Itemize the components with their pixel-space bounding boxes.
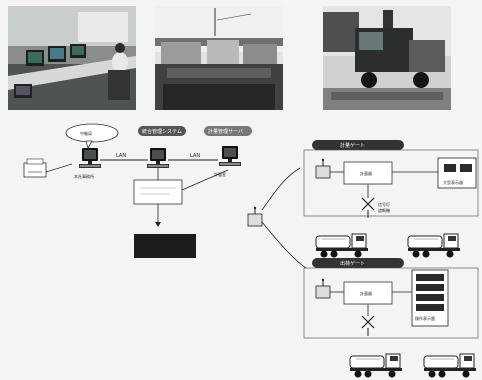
site-antenna-icon xyxy=(316,159,330,178)
monitor-icon xyxy=(147,148,169,168)
control-room-illustration xyxy=(8,6,136,110)
box-label-2: 計量器 xyxy=(360,290,372,296)
relay-antenna-icon xyxy=(248,207,262,226)
weighing-station-illustration xyxy=(155,6,283,110)
large-display-panel xyxy=(134,234,196,258)
system-diagram: 中継局 本社事務所 LAN LAN 統合管理システム 計量管理サーバ 計量室 xyxy=(0,112,482,380)
display-board-1: 大型表示器 xyxy=(438,158,476,188)
control-room-photo xyxy=(8,6,136,110)
server-box xyxy=(134,168,182,204)
barrier-icon xyxy=(362,316,374,336)
site-label-1: 計量ゲート xyxy=(340,142,365,149)
printer-icon xyxy=(24,159,46,177)
truck-on-scale-illustration xyxy=(323,6,451,110)
barrier-icon xyxy=(362,198,374,218)
truck-icon xyxy=(350,354,402,378)
site-banner-1: 計量ゲート xyxy=(312,140,404,150)
operation-panel-2: 操作表示盤 xyxy=(412,270,448,326)
scale-controller-box-1: 計量器 xyxy=(344,162,392,184)
site-banner-2: 出荷ゲート xyxy=(312,258,404,268)
lan-label-1: LAN xyxy=(116,153,126,159)
callout-bubble: 中継局 xyxy=(66,124,118,148)
site-label-2: 出荷ゲート xyxy=(340,260,365,267)
pill-banner-2: 計量管理サーバ xyxy=(204,126,252,136)
pill-label-2: 計量管理サーバ xyxy=(208,128,243,135)
monitor-icon xyxy=(79,148,101,168)
pill-banner-1: 統合管理システム xyxy=(138,126,186,136)
truck-on-scale-photo xyxy=(323,6,451,110)
box-label-1: 計量器 xyxy=(360,170,372,176)
callout-text: 中継局 xyxy=(80,130,92,136)
display-label-1: 大型表示器 xyxy=(443,179,463,185)
monitor-label-1: 本社事務所 xyxy=(74,173,94,179)
weighing-station-photo xyxy=(155,6,283,110)
scale-controller-box-2: 計量器 xyxy=(344,282,392,304)
pill-label-1: 統合管理システム xyxy=(142,128,182,135)
truck-icon xyxy=(316,234,368,258)
display-label-2: 操作表示盤 xyxy=(415,315,435,321)
signal-label-2: 遮断機 xyxy=(378,207,390,213)
site-antenna-icon xyxy=(316,279,330,298)
lan-label-2: LAN xyxy=(190,153,200,159)
monitor-icon xyxy=(219,146,241,166)
signal-label-1: 信号灯 xyxy=(378,201,390,207)
truck-icon xyxy=(408,234,460,258)
truck-icon xyxy=(424,354,476,378)
